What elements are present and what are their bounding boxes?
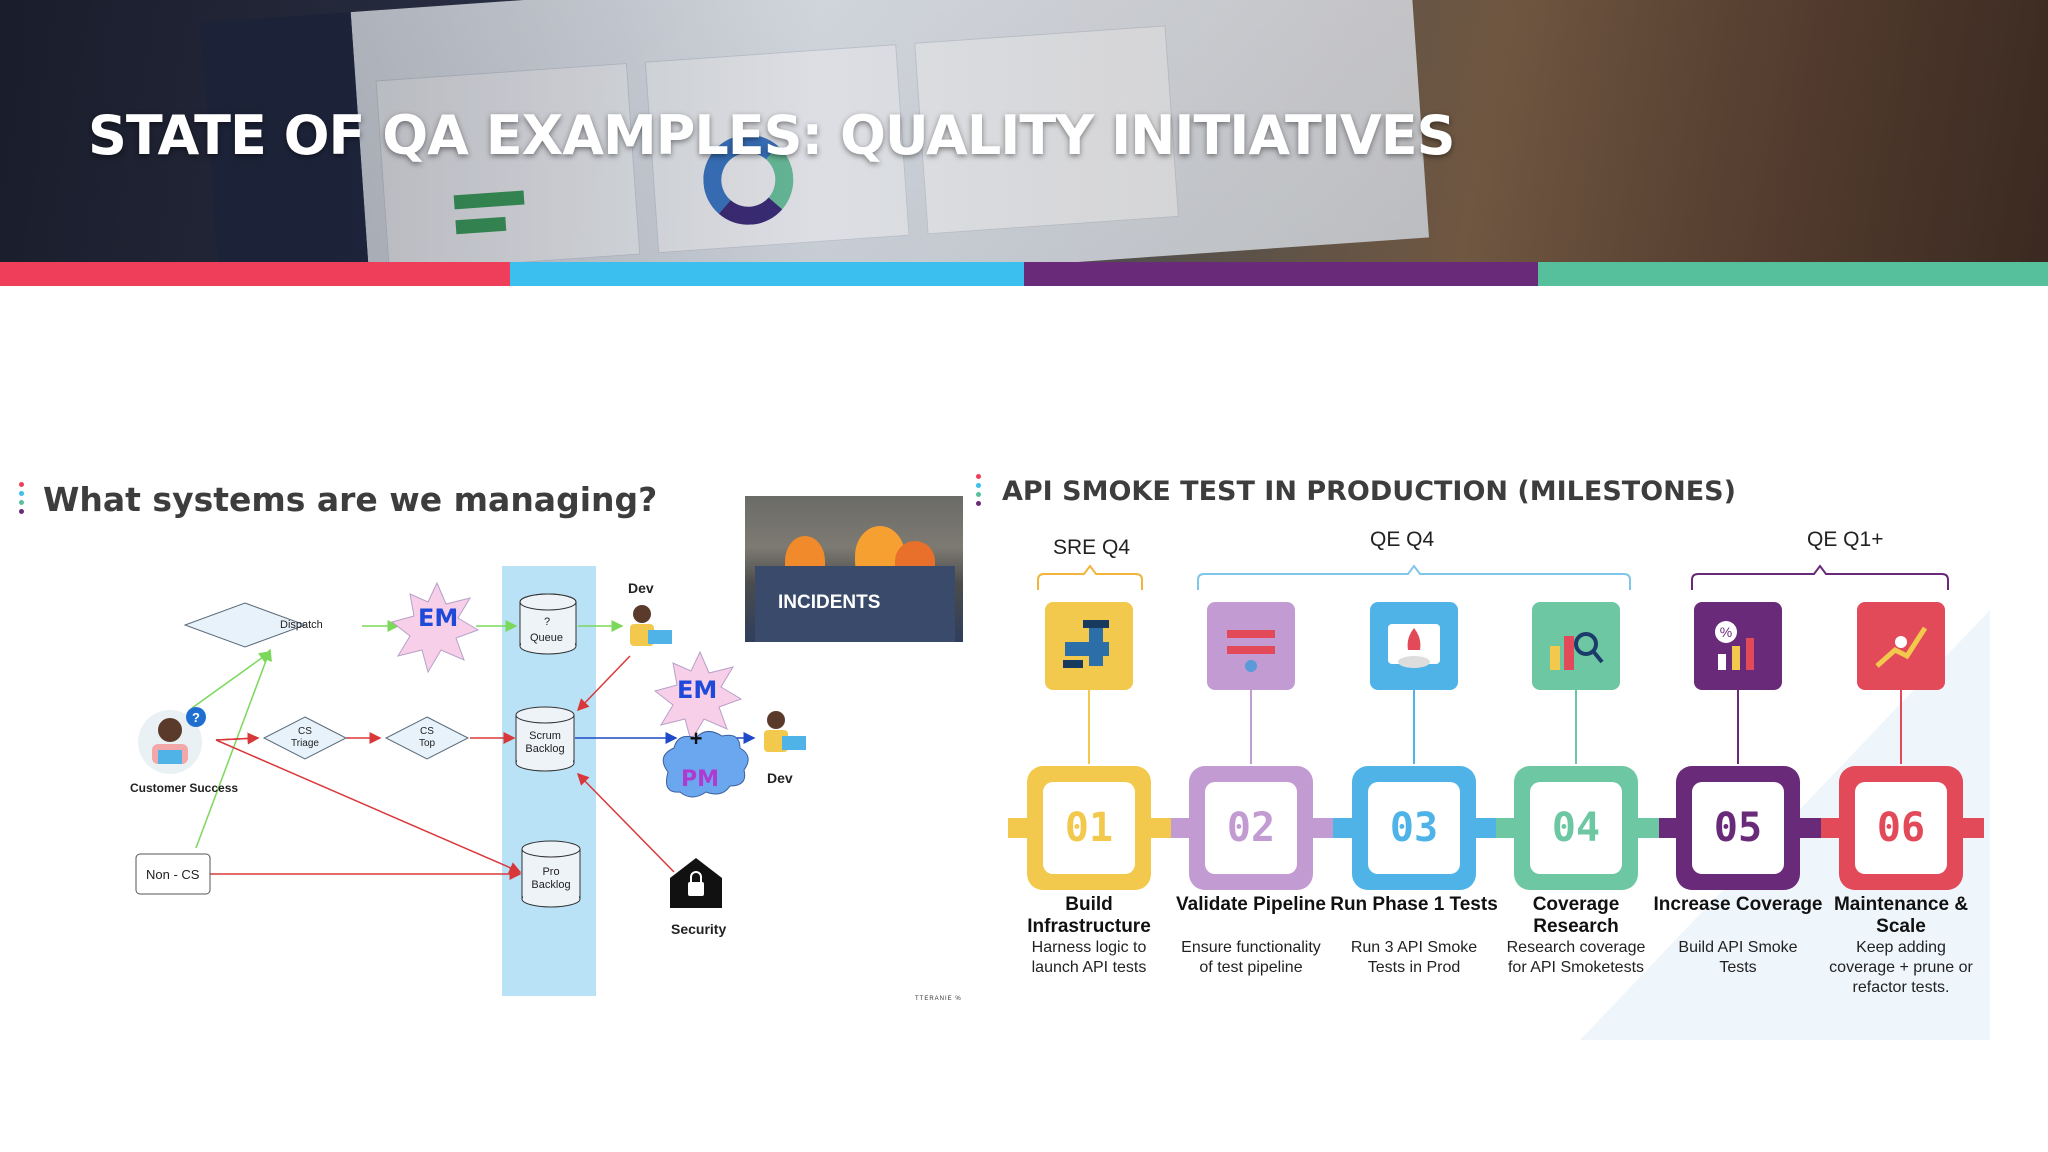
stripe-purple <box>1024 262 1538 286</box>
milestone-title: Increase Coverage <box>1653 894 1823 915</box>
milestone-description: Build API Smoke Tests <box>1678 939 1798 976</box>
pro-backlog-label: Pro Backlog <box>531 866 571 891</box>
cs-triage-label: CS Triage <box>291 726 319 749</box>
systems-diagram: ? + <box>135 566 806 996</box>
scrum-backlog-label: Scrum Backlog <box>525 730 565 755</box>
milestone-description: Research coverage for API Smoketests <box>1506 939 1646 976</box>
footer-watermark: TTERANIE % <box>915 996 962 1002</box>
milestone-number-block: 05 <box>1676 766 1800 890</box>
dispatch-diamond <box>183 602 307 648</box>
queue-label: Queue <box>530 632 564 644</box>
security-label: Security <box>671 921 727 937</box>
dev-top-label: Dev <box>628 580 654 596</box>
right-section-title: API SMOKE TEST IN PRODUCTION (MILESTONES… <box>1002 476 1736 507</box>
non-cs-label: Non - CS <box>146 867 200 882</box>
page-title: STATE OF QA EXAMPLES: QUALITY INITIATIVE… <box>88 104 1455 167</box>
milestone-connector <box>1413 690 1415 764</box>
milestone-number: 01 <box>1043 782 1135 874</box>
milestone-description: Harness logic to launch API tests <box>1031 939 1147 976</box>
milestone-title: Coverage Research <box>1532 894 1620 937</box>
chart-magnifier-icon <box>1532 602 1620 690</box>
security-lock-icon <box>670 858 722 908</box>
milestone-title: Run Phase 1 Tests <box>1330 894 1498 915</box>
milestone-number: 05 <box>1692 782 1784 874</box>
pm-cloud <box>662 731 749 798</box>
svg-text:%: % <box>1720 624 1732 640</box>
rocket-launch-icon <box>1370 602 1458 690</box>
group-label-sre-q4: SRE Q4 <box>1053 536 1131 559</box>
em-mid-label: EM <box>677 676 718 704</box>
milestone-number-block: 02 <box>1189 766 1313 890</box>
milestone-number: 06 <box>1855 782 1947 874</box>
pm-label: PM <box>681 767 720 792</box>
cs-triage-diamond <box>262 716 348 760</box>
em-star-top <box>390 581 480 674</box>
dev-avatar-mid <box>764 711 806 752</box>
milestone-description: Keep adding coverage + prune or refactor… <box>1829 939 1973 996</box>
dispatch-label: Dispatch <box>280 619 323 631</box>
milestone-number-block: 03 <box>1352 766 1476 890</box>
em-top-label: EM <box>418 604 459 632</box>
left-section-title: What systems are we managing? <box>43 480 658 519</box>
stripe-blue <box>510 262 1024 286</box>
pipe-valve-icon <box>1045 602 1133 690</box>
group-brackets <box>1037 564 1949 590</box>
milestone-description: Ensure functionality of test pipeline <box>1181 939 1321 976</box>
climbing-growth-icon <box>1857 602 1945 690</box>
header-banner: STATE OF QA EXAMPLES: QUALITY INITIATIVE… <box>0 0 2048 262</box>
svg-text:+: + <box>690 726 703 751</box>
percent-growth-icon: % <box>1694 602 1782 690</box>
milestone-description: Run 3 API Smoke Tests in Prod <box>1350 939 1478 976</box>
dev-avatar-top <box>630 605 672 646</box>
milestone-number: 03 <box>1368 782 1460 874</box>
queue-cylinder <box>519 593 577 655</box>
milestone-connector <box>1250 690 1252 764</box>
incidents-image: INCIDENTS <box>745 496 963 642</box>
cs-top-label: CS Top <box>418 726 436 749</box>
milestone-title: Validate Pipeline <box>1176 894 1326 915</box>
customer-success-label: Customer Success <box>130 781 239 795</box>
milestone-number-block: 01 <box>1027 766 1151 890</box>
stripe-green <box>1538 262 2048 286</box>
bullet-dots-left <box>19 482 25 518</box>
non-cs-box <box>135 853 211 895</box>
pipeline-check-icon <box>1207 602 1295 690</box>
milestone-number: 04 <box>1530 782 1622 874</box>
dev-mid-label: Dev <box>767 770 793 786</box>
svg-text:?: ? <box>192 710 200 725</box>
milestone-number: 02 <box>1205 782 1297 874</box>
milestone-connector <box>1900 690 1902 764</box>
milestone-title: Build Infrastructure <box>1027 894 1151 937</box>
milestone-connector <box>1088 690 1090 764</box>
timeline-band <box>1008 818 1985 838</box>
cs-top-diamond <box>384 716 470 760</box>
bullet-dots-right <box>976 474 982 510</box>
incidents-label: INCIDENTS <box>778 592 881 613</box>
milestone-connector <box>1737 690 1739 764</box>
scrum-backlog-cylinder <box>515 706 575 772</box>
customer-success-avatar: ? <box>138 707 206 774</box>
milestone-connector <box>1575 690 1577 764</box>
milestone-title: Maintenance & Scale <box>1833 894 1969 937</box>
pro-backlog-cylinder <box>521 840 581 908</box>
group-label-qe-q1plus: QE Q1+ <box>1807 528 1884 551</box>
stripe-red <box>0 262 510 286</box>
queue-question-label: ? <box>544 616 551 628</box>
group-label-qe-q4: QE Q4 <box>1370 528 1435 551</box>
milestone-number-block: 04 <box>1514 766 1638 890</box>
milestone-number-block: 06 <box>1839 766 1963 890</box>
